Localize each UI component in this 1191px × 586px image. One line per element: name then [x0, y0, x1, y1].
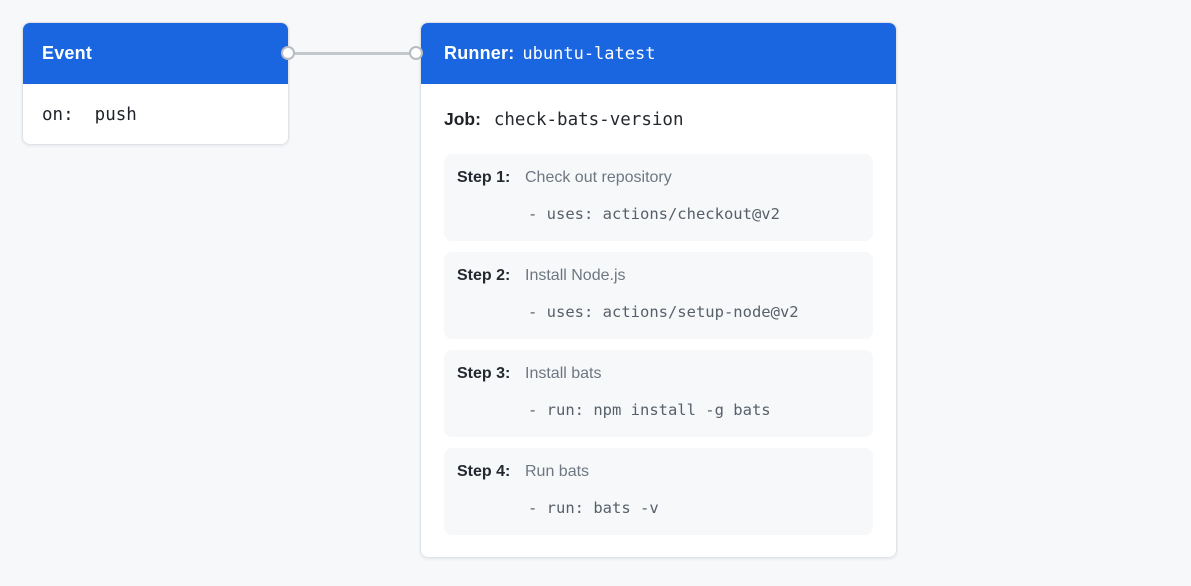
step-1-code: - uses: actions/checkout@v2 [528, 205, 780, 223]
event-body: on: push [23, 84, 288, 144]
step-4: Step 4: Run bats - run: bats -v [444, 448, 873, 535]
step-1: Step 1: Check out repository - uses: act… [444, 154, 873, 241]
step-2-code: - uses: actions/setup-node@v2 [528, 303, 799, 321]
step-2-heading: Step 2: Install Node.js [457, 266, 860, 286]
step-4-title: Run bats [525, 463, 590, 480]
step-4-label: Step 4: [457, 463, 511, 480]
connector-line [289, 52, 417, 55]
step-2-title: Install Node.js [525, 267, 626, 284]
step-3-title: Install bats [525, 365, 602, 382]
step-2-label: Step 2: [457, 267, 511, 284]
step-1-heading: Step 1: Check out repository [457, 168, 860, 188]
job-line: Job: check-bats-version [444, 109, 873, 130]
step-3-heading: Step 3: Install bats [457, 364, 860, 384]
runner-node: Runner: ubuntu-latest Job: check-bats-ve… [420, 22, 897, 558]
runner-header-value: ubuntu-latest [522, 43, 656, 64]
event-trigger-code: on: push [42, 104, 137, 125]
job-label: Job: [444, 109, 481, 129]
step-4-code: - run: bats -v [528, 499, 659, 517]
event-header: Event [23, 23, 288, 84]
runner-body: Job: check-bats-version Step 1: Check ou… [421, 84, 896, 535]
runner-header-label: Runner: [444, 43, 515, 63]
connector-dot-left [281, 46, 295, 60]
connector-dot-right [409, 46, 423, 60]
runner-header: Runner: ubuntu-latest [421, 23, 896, 84]
step-4-heading: Step 4: Run bats [457, 462, 860, 482]
step-3-code: - run: npm install -g bats [528, 401, 771, 419]
step-2: Step 2: Install Node.js - uses: actions/… [444, 252, 873, 339]
event-node: Event on: push [22, 22, 289, 145]
job-value: check-bats-version [493, 110, 684, 130]
step-1-label: Step 1: [457, 169, 511, 186]
event-title: Event [42, 43, 93, 63]
step-3: Step 3: Install bats - run: npm install … [444, 350, 873, 437]
step-3-label: Step 3: [457, 365, 511, 382]
step-1-title: Check out repository [525, 169, 672, 186]
